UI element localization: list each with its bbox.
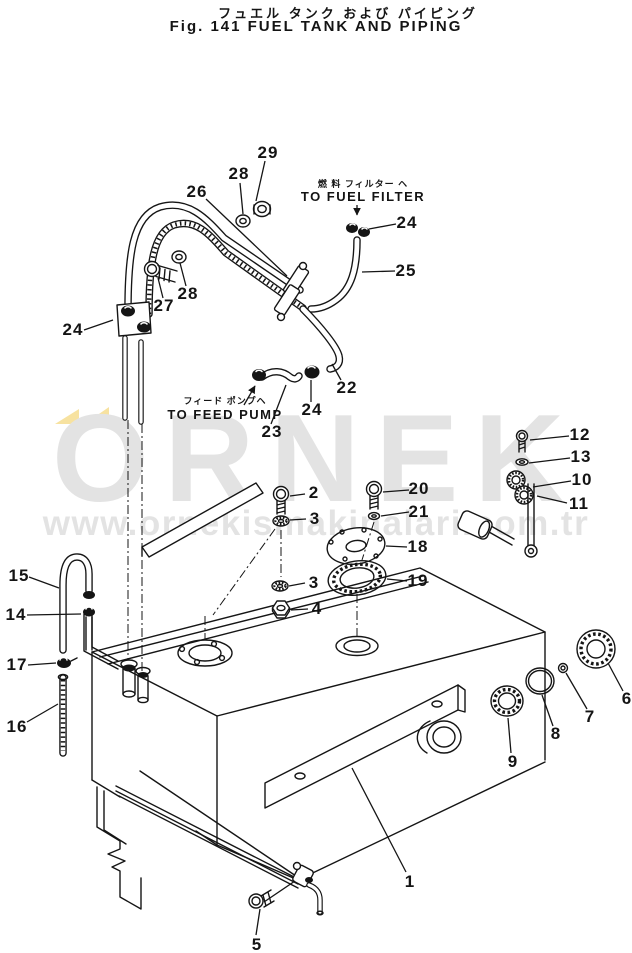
- to-feed-pump-label-jp: フィード ポンプヘ: [183, 396, 267, 406]
- piping-assembly: [116, 200, 370, 704]
- fuel-gauge-sender: [457, 429, 538, 558]
- left-hoses: [57, 553, 95, 757]
- to-fuel-filter-label-jp: 燃 料 フィルター ヘ: [317, 179, 409, 189]
- figure-title: Fig. 141 FUEL TANK AND PIPING: [169, 18, 463, 35]
- watermark-brand: ORNEK: [52, 390, 580, 528]
- figure-title-japanese: フュエル タンク および パイピング: [218, 6, 478, 21]
- cover-plate-and-hardware: [271, 480, 387, 619]
- leader-lines: [26, 160, 624, 936]
- filler-neck-and-cap: [416, 629, 616, 754]
- drain-and-clamp: [248, 861, 324, 916]
- to-fuel-filter-label: TO FUEL FILTER: [300, 189, 426, 204]
- to-feed-pump-label: TO FEED PUMP: [167, 407, 283, 422]
- fuel-tank-body: [83, 482, 546, 910]
- centerlines: [127, 420, 375, 672]
- to-feed-pump-arrow: [243, 385, 256, 406]
